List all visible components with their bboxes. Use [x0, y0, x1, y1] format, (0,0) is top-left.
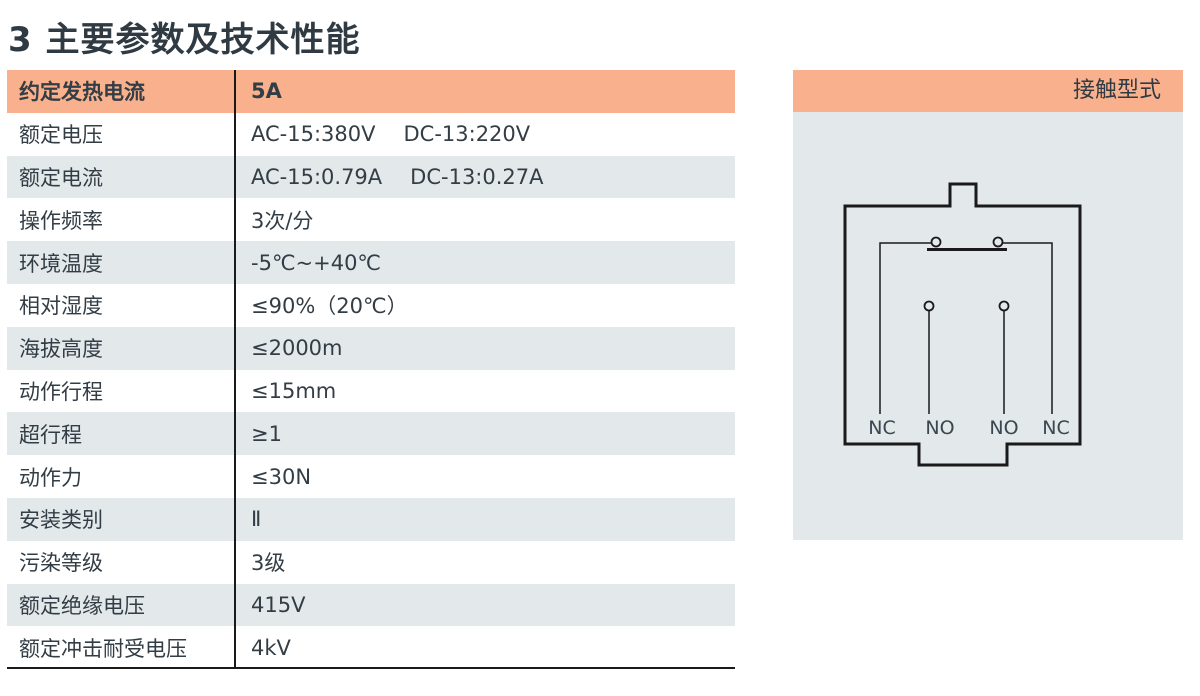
nc-left-wire: [879, 242, 932, 414]
no-contact-right: [998, 300, 1010, 312]
row-label: 额定电流: [7, 155, 236, 199]
table-row: 海拔高度 ≤2000m: [7, 326, 735, 370]
row-value: AC-15:380V: [251, 122, 376, 147]
row-label: 动作力: [7, 455, 236, 498]
row-value: DC-13:220V: [403, 122, 531, 147]
contact-type-panel: 接触型式: [793, 70, 1183, 540]
section-title: 3 主要参数及技术性能: [8, 20, 361, 60]
row-label: 额定电压: [7, 112, 236, 156]
table-row: 额定绝缘电压 415V: [7, 583, 735, 627]
switch-housing: [843, 182, 1082, 467]
table-row: 安装类别 Ⅱ: [7, 497, 735, 541]
row-value: ≤15mm: [251, 378, 337, 403]
row-label: 操作频率: [7, 198, 236, 242]
row-value: 415V: [251, 592, 306, 617]
table-row: 动作行程 ≤15mm: [7, 369, 735, 413]
row-label: 超行程: [7, 412, 236, 456]
table-row: 环境温度 -5℃~+40℃: [7, 241, 735, 284]
terminal-label: NO: [989, 417, 1018, 439]
nc-contact-right: [992, 236, 1004, 248]
row-label: 安装类别: [7, 497, 236, 541]
terminal-label: NC: [1042, 417, 1069, 439]
table-row: 操作频率 3次/分: [7, 198, 735, 242]
table-row: 额定电压 AC-15:380V DC-13:220V: [7, 112, 735, 156]
row-value: ≥1: [251, 421, 282, 446]
row-label: 额定绝缘电压: [7, 583, 236, 627]
header-label: 约定发热电流: [7, 70, 236, 113]
terminal-label: NO: [925, 417, 954, 439]
row-value: ≤2000m: [251, 336, 343, 361]
row-value: ≤90%（20℃）: [251, 294, 408, 319]
nc-right-wire: [1002, 242, 1053, 414]
row-value: 3次/分: [251, 208, 314, 233]
row-label: 环境温度: [7, 241, 236, 284]
row-label: 动作行程: [7, 369, 236, 413]
table-row: 相对湿度 ≤90%（20℃）: [7, 283, 735, 327]
panel-title: 接触型式: [793, 70, 1183, 112]
row-label: 相对湿度: [7, 283, 236, 327]
spec-table: 约定发热电流 5A 额定电压 AC-15:380V DC-13:220V 额定电流 AC…: [7, 70, 735, 670]
row-value: DC-13:0.27A: [410, 164, 544, 189]
nc-contact-left: [930, 236, 942, 248]
row-label: 额定冲击耐受电压: [7, 626, 236, 670]
row-label: 污染等级: [7, 540, 236, 584]
table-header-row: 约定发热电流 5A: [7, 70, 735, 113]
row-label: 海拔高度: [7, 326, 236, 370]
table-row: 污染等级 3级: [7, 540, 735, 584]
table-row: 超行程 ≥1: [7, 412, 735, 456]
table-row: 动作力 ≤30N: [7, 455, 735, 498]
row-value: 3级: [251, 551, 286, 576]
row-value: ≤30N: [251, 464, 312, 489]
row-value: Ⅱ: [251, 507, 262, 532]
row-value: 4kV: [251, 635, 291, 660]
table-row: 额定冲击耐受电压 4kV: [7, 626, 735, 670]
table-bottom-border: [7, 667, 735, 669]
table-row: 额定电流 AC-15:0.79A DC-13:0.27A: [7, 155, 735, 199]
header-value: 5A: [251, 79, 282, 104]
row-value: -5℃~+40℃: [251, 250, 382, 275]
terminal-label: NC: [868, 417, 895, 439]
row-value: AC-15:0.79A: [251, 164, 383, 189]
no-contact-left: [923, 300, 935, 312]
